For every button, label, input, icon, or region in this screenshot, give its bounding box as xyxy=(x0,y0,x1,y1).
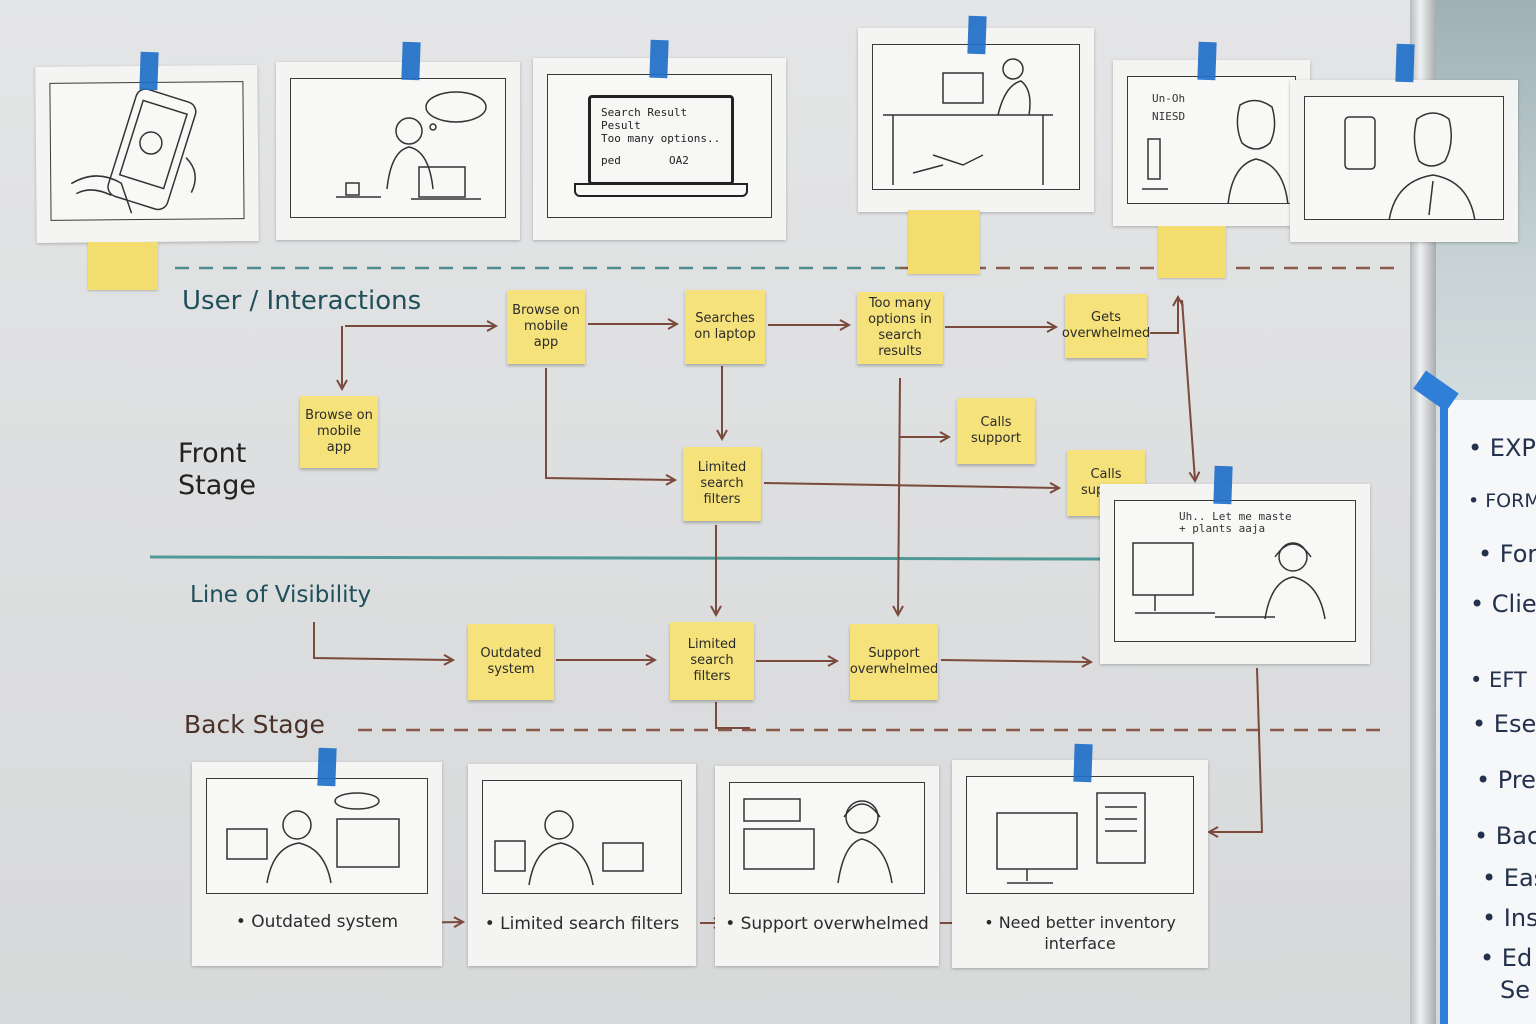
tape xyxy=(401,41,421,81)
arrow-support-to-sketch xyxy=(940,660,1090,662)
arrow-sketch-to-bottom xyxy=(1210,667,1264,832)
sketch-bottom-support-overwhelmed: • Support overwhelmed xyxy=(715,766,939,966)
tape xyxy=(1197,41,1217,81)
sketch-bottom-limited-filters: • Limited search filters xyxy=(468,764,696,966)
support-sketch-note: Uh.. Let me maste + plants aaja xyxy=(1179,510,1292,535)
sketch-relaxing-at-desk xyxy=(858,28,1094,212)
inventory-screen-drawing-icon xyxy=(996,792,1146,884)
older-worker-drawing-icon xyxy=(494,810,644,886)
arrow-overwhelmed-up xyxy=(1150,298,1178,334)
caption-outdated-system: • Outdated system xyxy=(235,912,399,932)
sketch-frame: Search Result Pesult Too many options.. … xyxy=(547,74,772,218)
sketch-frame xyxy=(729,782,925,894)
sketch-phone-browsing xyxy=(35,65,259,243)
arrow-limited-to-calls-support xyxy=(763,483,1058,488)
laptop-screen-line2: ped xyxy=(601,154,621,167)
flip-item: • For xyxy=(1478,540,1536,568)
tape xyxy=(1073,743,1093,783)
support-desk-drawing-icon xyxy=(743,798,893,884)
sticky-user-searches-laptop: Searches on laptop xyxy=(685,290,765,364)
sticky-back-support-overwhelmed: Support overwhelmed xyxy=(850,624,938,700)
note-sticky-small xyxy=(908,210,980,274)
sticky-front-limited-filters: Limited search filters xyxy=(683,447,761,521)
tape xyxy=(649,39,669,79)
flip-item: • Clie xyxy=(1470,590,1536,618)
arrow-limited-down-stub xyxy=(715,702,750,729)
sketch-note-uhoh: Un-Oh xyxy=(1152,92,1186,105)
sketch-frame xyxy=(872,44,1080,190)
caption-support-overwhelmed: • Support overwhelmed xyxy=(725,914,929,934)
lane-label-line-of-visibility: Line of Visibility xyxy=(190,582,372,608)
desk-drawing-icon xyxy=(883,58,1053,185)
sketch-worried-man: Un-Oh NIESD xyxy=(1113,60,1310,226)
tape xyxy=(139,51,159,91)
sticky-front-calls-support-1: Calls support xyxy=(957,398,1035,464)
laptop-base xyxy=(574,183,748,197)
sketch-note-needed: NIESD xyxy=(1152,110,1186,123)
tape xyxy=(967,15,987,55)
caption-need-better-inventory: • Need better inventory interface xyxy=(984,913,1176,953)
flip-item: • Bac xyxy=(1474,822,1536,850)
arrow-right-column-down xyxy=(1181,299,1195,480)
sketch-frame xyxy=(482,780,682,894)
sketch-frame xyxy=(966,776,1194,894)
flip-item: • Ed xyxy=(1480,944,1533,972)
flip-item: • FORM xyxy=(1468,490,1536,512)
sketch-bottom-outdated-system: • Outdated system xyxy=(192,762,442,966)
laptop-screen-line1: Too many options.. xyxy=(601,132,721,145)
sketch-frame xyxy=(290,78,506,218)
tape xyxy=(317,747,337,787)
lane-label-back-stage: Back Stage xyxy=(184,710,325,739)
sketch-frame: Uh.. Let me maste + plants aaja xyxy=(1114,500,1356,642)
flip-chart-sheet xyxy=(1440,400,1536,1024)
sticky-back-outdated-system: Outdated system xyxy=(468,624,554,700)
sketch-unhappy-man-phone xyxy=(1290,80,1518,242)
arrow-toomany-down xyxy=(898,377,900,614)
flip-item: • EXP xyxy=(1468,434,1536,462)
tape xyxy=(1395,43,1415,83)
phone-drawing-icon xyxy=(70,88,197,214)
support-agent-drawing-icon xyxy=(1132,542,1326,620)
sketch-frame xyxy=(49,81,245,221)
worried-face-drawing-icon xyxy=(1142,99,1289,203)
laptop-screen: Search Result Pesult Too many options.. … xyxy=(588,95,734,185)
flip-item: Se xyxy=(1500,976,1530,1004)
flip-item: • Inst xyxy=(1482,904,1536,932)
sketch-man-at-laptop xyxy=(276,62,520,240)
sticky-user-gets-overwhelmed: Gets overwhelmed xyxy=(1062,294,1150,358)
sticky-user-browse-mobile: Browse on mobile app xyxy=(507,290,585,364)
tape xyxy=(1213,465,1233,505)
sticky-user-too-many-options: Too many options in search results xyxy=(857,292,943,364)
blueprint-connectors xyxy=(149,266,1400,1024)
lane-label-user-interactions: User / Interactions xyxy=(182,286,422,316)
flip-item: • Eas xyxy=(1482,864,1536,892)
sticky-back-limited-filters: Limited search filters xyxy=(670,622,754,700)
caption-limited-filters: • Limited search filters xyxy=(484,914,680,934)
flip-item: • EFT xyxy=(1470,668,1527,692)
flip-item: • Pre xyxy=(1476,766,1536,794)
sketch-laptop-search-results: Search Result Pesult Too many options.. … xyxy=(533,58,786,240)
sketch-frame: Un-Oh NIESD xyxy=(1127,76,1296,204)
arrow-browse-to-limited xyxy=(545,368,674,480)
sketch-frame xyxy=(1304,96,1504,220)
person-laptop-drawing-icon xyxy=(336,91,487,200)
sketch-support-agent-headset: Uh.. Let me maste + plants aaja xyxy=(1100,484,1370,664)
laptop-screen-title: Search Result Pesult xyxy=(601,106,688,132)
frustrated-worker-drawing-icon xyxy=(226,792,400,884)
flip-item: • Ese xyxy=(1472,710,1536,738)
lane-label-front-stage: Front Stage xyxy=(178,438,257,501)
arrow-visibility-to-outdated xyxy=(313,622,452,660)
note-sticky-small xyxy=(88,242,158,290)
sketch-frame xyxy=(206,778,428,894)
sticky-front-browse-mobile: Browse on mobile app xyxy=(300,396,378,468)
laptop-screen-line3: OA2 xyxy=(669,154,689,167)
man-phone-drawing-icon xyxy=(1344,112,1476,219)
note-sticky-small xyxy=(1158,226,1226,278)
sketch-bottom-inventory-interface: • Need better inventory interface xyxy=(952,760,1208,968)
line-of-visibility xyxy=(149,555,1101,561)
